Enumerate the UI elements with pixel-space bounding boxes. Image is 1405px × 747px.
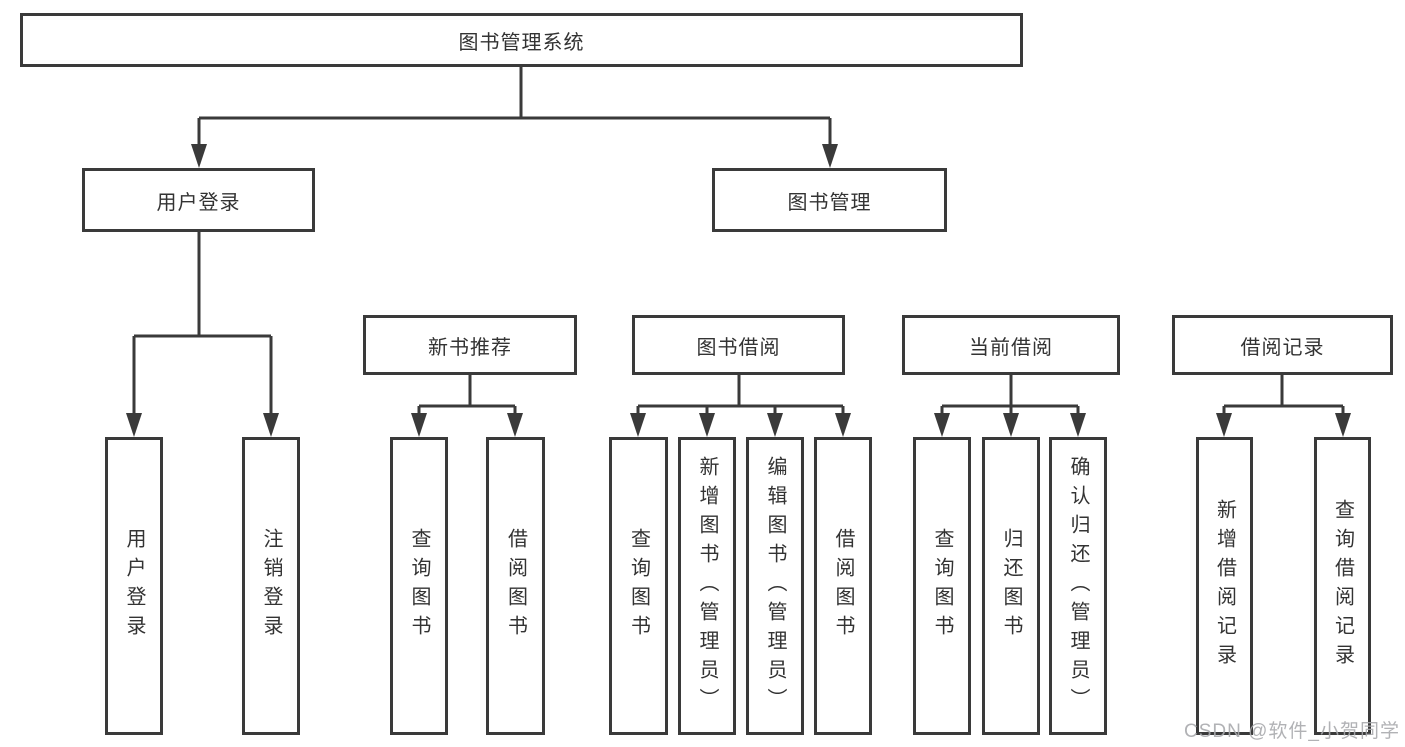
arrowhead-icon bbox=[507, 413, 523, 437]
leaf-edit-books: 编辑图书（管理员） bbox=[746, 437, 804, 735]
arrowhead-icon bbox=[126, 413, 142, 437]
connector-user-login bbox=[132, 232, 273, 433]
leaf-label: 新增图书（管理员） bbox=[696, 455, 718, 717]
leaf-label: 编辑图书（管理员） bbox=[764, 455, 786, 717]
arrowhead-icon bbox=[1070, 413, 1086, 437]
leaf-user-login: 用户登录 bbox=[105, 437, 163, 735]
arrowhead-icon bbox=[263, 413, 279, 437]
node-new-book-rec: 新书推荐 bbox=[363, 315, 577, 375]
leaf-query-books-current: 查询图书 bbox=[913, 437, 971, 735]
arrowhead-icon bbox=[934, 413, 950, 437]
leaf-borrow-books-newrec: 借阅图书 bbox=[486, 437, 545, 735]
arrowhead-icon bbox=[191, 144, 207, 168]
arrowhead-icon bbox=[699, 413, 715, 437]
leaf-query-books-borrow: 查询图书 bbox=[609, 437, 668, 735]
leaf-add-borrow-record: 新增借阅记录 bbox=[1196, 437, 1253, 735]
arrowhead-icon bbox=[767, 413, 783, 437]
node-book-mgmt: 图书管理 bbox=[712, 168, 947, 232]
node-borrow-records: 借阅记录 bbox=[1172, 315, 1393, 375]
arrowhead-icon bbox=[1335, 413, 1351, 437]
leaf-label: 查询图书 bbox=[931, 528, 953, 644]
leaf-add-books: 新增图书（管理员） bbox=[678, 437, 736, 735]
leaf-label: 查询图书 bbox=[627, 528, 650, 644]
connector-root bbox=[197, 67, 832, 164]
leaf-label: 用户登录 bbox=[123, 528, 145, 644]
connector-borrow-records bbox=[1222, 375, 1345, 433]
leaf-label: 借阅图书 bbox=[832, 528, 854, 644]
leaf-label: 注销登录 bbox=[260, 528, 282, 644]
arrowhead-icon bbox=[822, 144, 838, 168]
leaf-borrow-books-borrow: 借阅图书 bbox=[814, 437, 872, 735]
leaf-label: 归还图书 bbox=[1000, 528, 1022, 644]
leaf-label: 确认归还（管理员） bbox=[1067, 455, 1089, 717]
node-current-borrow: 当前借阅 bbox=[902, 315, 1120, 375]
leaf-confirm-return: 确认归还（管理员） bbox=[1049, 437, 1107, 735]
leaf-return-books: 归还图书 bbox=[982, 437, 1040, 735]
connector-new-book-rec bbox=[417, 375, 517, 433]
leaf-logout: 注销登录 bbox=[242, 437, 300, 735]
arrowheads bbox=[126, 144, 1351, 437]
csdn-watermark: CSDN @软件_小贺同学 bbox=[1184, 721, 1400, 742]
leaf-query-borrow-record: 查询借阅记录 bbox=[1314, 437, 1371, 735]
arrowhead-icon bbox=[411, 413, 427, 437]
node-user-login: 用户登录 bbox=[82, 168, 315, 232]
node-root: 图书管理系统 bbox=[20, 13, 1023, 67]
leaf-label: 借阅图书 bbox=[504, 528, 527, 644]
arrowhead-icon bbox=[1003, 413, 1019, 437]
connector-book-borrow bbox=[636, 375, 845, 433]
node-book-borrow: 图书借阅 bbox=[632, 315, 845, 375]
leaf-label: 查询借阅记录 bbox=[1331, 499, 1354, 673]
leaf-label: 查询图书 bbox=[408, 528, 430, 644]
arrowhead-icon bbox=[835, 413, 851, 437]
arrowhead-icon bbox=[630, 413, 646, 437]
arrowhead-icon bbox=[1216, 413, 1232, 437]
leaf-label: 新增借阅记录 bbox=[1213, 499, 1236, 673]
leaf-query-books-newrec: 查询图书 bbox=[390, 437, 448, 735]
